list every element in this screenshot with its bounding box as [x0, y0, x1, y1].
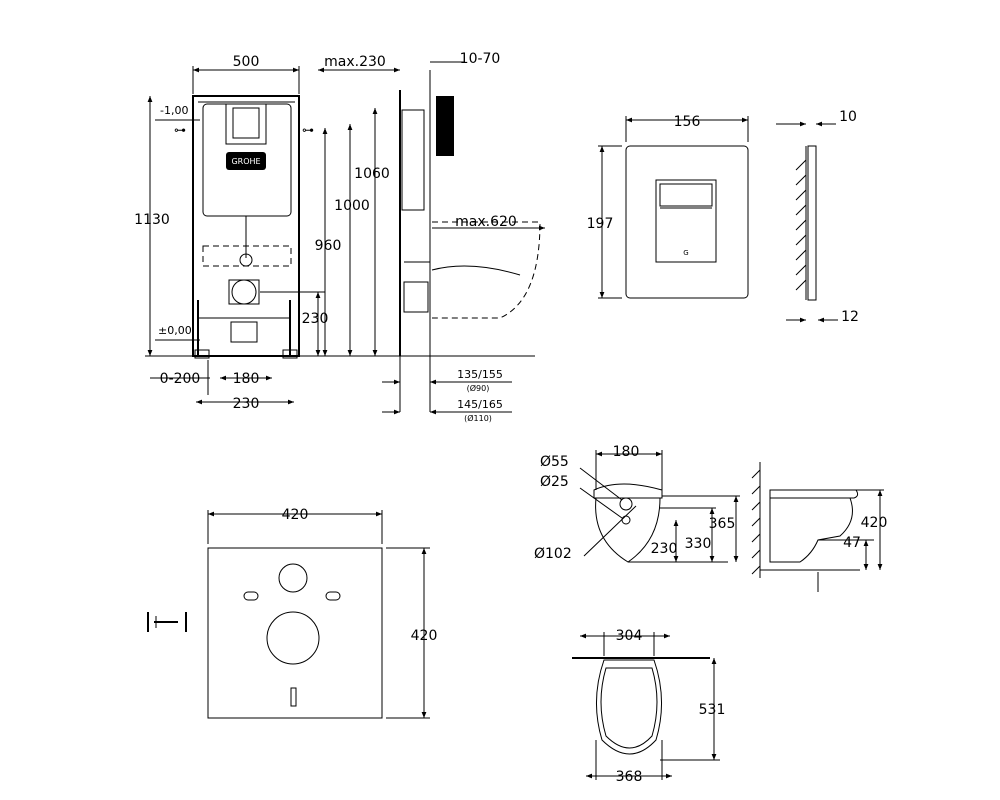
svg-text:GROHE: GROHE	[231, 157, 260, 166]
dim-inlet-height: 1000	[334, 198, 370, 214]
dim-drain-offset-a: 135/155	[457, 368, 503, 381]
bowl-top-view	[572, 657, 710, 755]
dim-foot-adjust: 0-200	[160, 371, 201, 387]
flush-plate-dimensions: 156 197	[587, 114, 749, 299]
dim-plate-depth-top: 10	[839, 109, 857, 125]
dim-bowl-side-height: 420	[861, 515, 888, 531]
dim-level-floor: ±0,00	[158, 324, 192, 337]
svg-text:⊶: ⊶	[174, 123, 186, 137]
frame-dimensions: 500 1130 -1,00 ±0,00 max.230 1060 1000 9…	[134, 54, 400, 412]
installation-frame-front-view: GROHE ⊶ ⊶	[145, 95, 535, 359]
dim-plate-depth-bottom: 12	[841, 309, 859, 325]
dim-bowl-dia-55: Ø55	[540, 454, 569, 470]
flush-plate-front-view: G	[625, 145, 749, 299]
dim-bowl-height-230: 230	[651, 541, 678, 557]
dim-frame-width: 500	[233, 54, 260, 70]
dim-bowl-height-365: 365	[709, 516, 736, 532]
bowl-side-dimensions: 420 47	[817, 490, 888, 592]
dim-bowl-height-330: 330	[685, 536, 712, 552]
dim-bowl-bottom-width: 368	[616, 769, 643, 785]
dim-bowl-fixing-width: 180	[613, 444, 640, 460]
dim-bowl-dia-25: Ø25	[540, 474, 569, 490]
dim-frame-depth: max.230	[324, 54, 386, 70]
dim-bowl-dia-102: Ø102	[534, 546, 572, 562]
dim-frame-height: 1130	[134, 212, 170, 228]
dim-foot-spacing-outer: 230	[233, 396, 260, 412]
dim-level-top: -1,00	[160, 104, 188, 117]
dim-projection: max.620	[455, 214, 517, 230]
dim-bowl-side-offset: 47	[843, 535, 861, 551]
dim-plate-height: 197	[587, 216, 614, 232]
fixing-screw	[147, 612, 187, 632]
dim-drain-dia-b: (Ø110)	[464, 413, 492, 423]
insulation-mat	[207, 547, 383, 719]
dim-bowl-top-width: 304	[616, 628, 643, 644]
dim-flush-height: 1060	[354, 166, 390, 182]
installation-frame-side-view	[399, 70, 541, 412]
dim-mat-width: 420	[282, 507, 309, 523]
bowl-side-view	[751, 462, 884, 578]
svg-text:G: G	[683, 249, 688, 257]
bowl-top-dimensions: 304 531 368	[580, 628, 725, 785]
svg-text:⊶: ⊶	[302, 123, 314, 137]
dim-plate-width: 156	[674, 114, 701, 130]
dim-outlet-height: 960	[315, 238, 342, 254]
dim-drain-offset-b: 145/165	[457, 398, 503, 411]
dim-drain-height: 230	[302, 311, 329, 327]
dim-mat-height: 420	[411, 628, 438, 644]
mat-dimensions: 420 420	[207, 507, 438, 719]
dim-wall-gap: 10-70	[460, 51, 501, 67]
flush-plate-side-view: 10 12	[776, 109, 859, 325]
dim-drain-dia-a: (Ø90)	[467, 383, 490, 393]
dim-bowl-length: 531	[699, 702, 726, 718]
bowl-front-dimensions: 180 Ø55 Ø25 Ø102 365 330 230	[534, 444, 739, 562]
side-view-dimensions: 10-70 max.620 135/155 (Ø90) 145/165 (Ø11…	[382, 51, 545, 423]
dim-foot-spacing-inner: 180	[233, 371, 260, 387]
